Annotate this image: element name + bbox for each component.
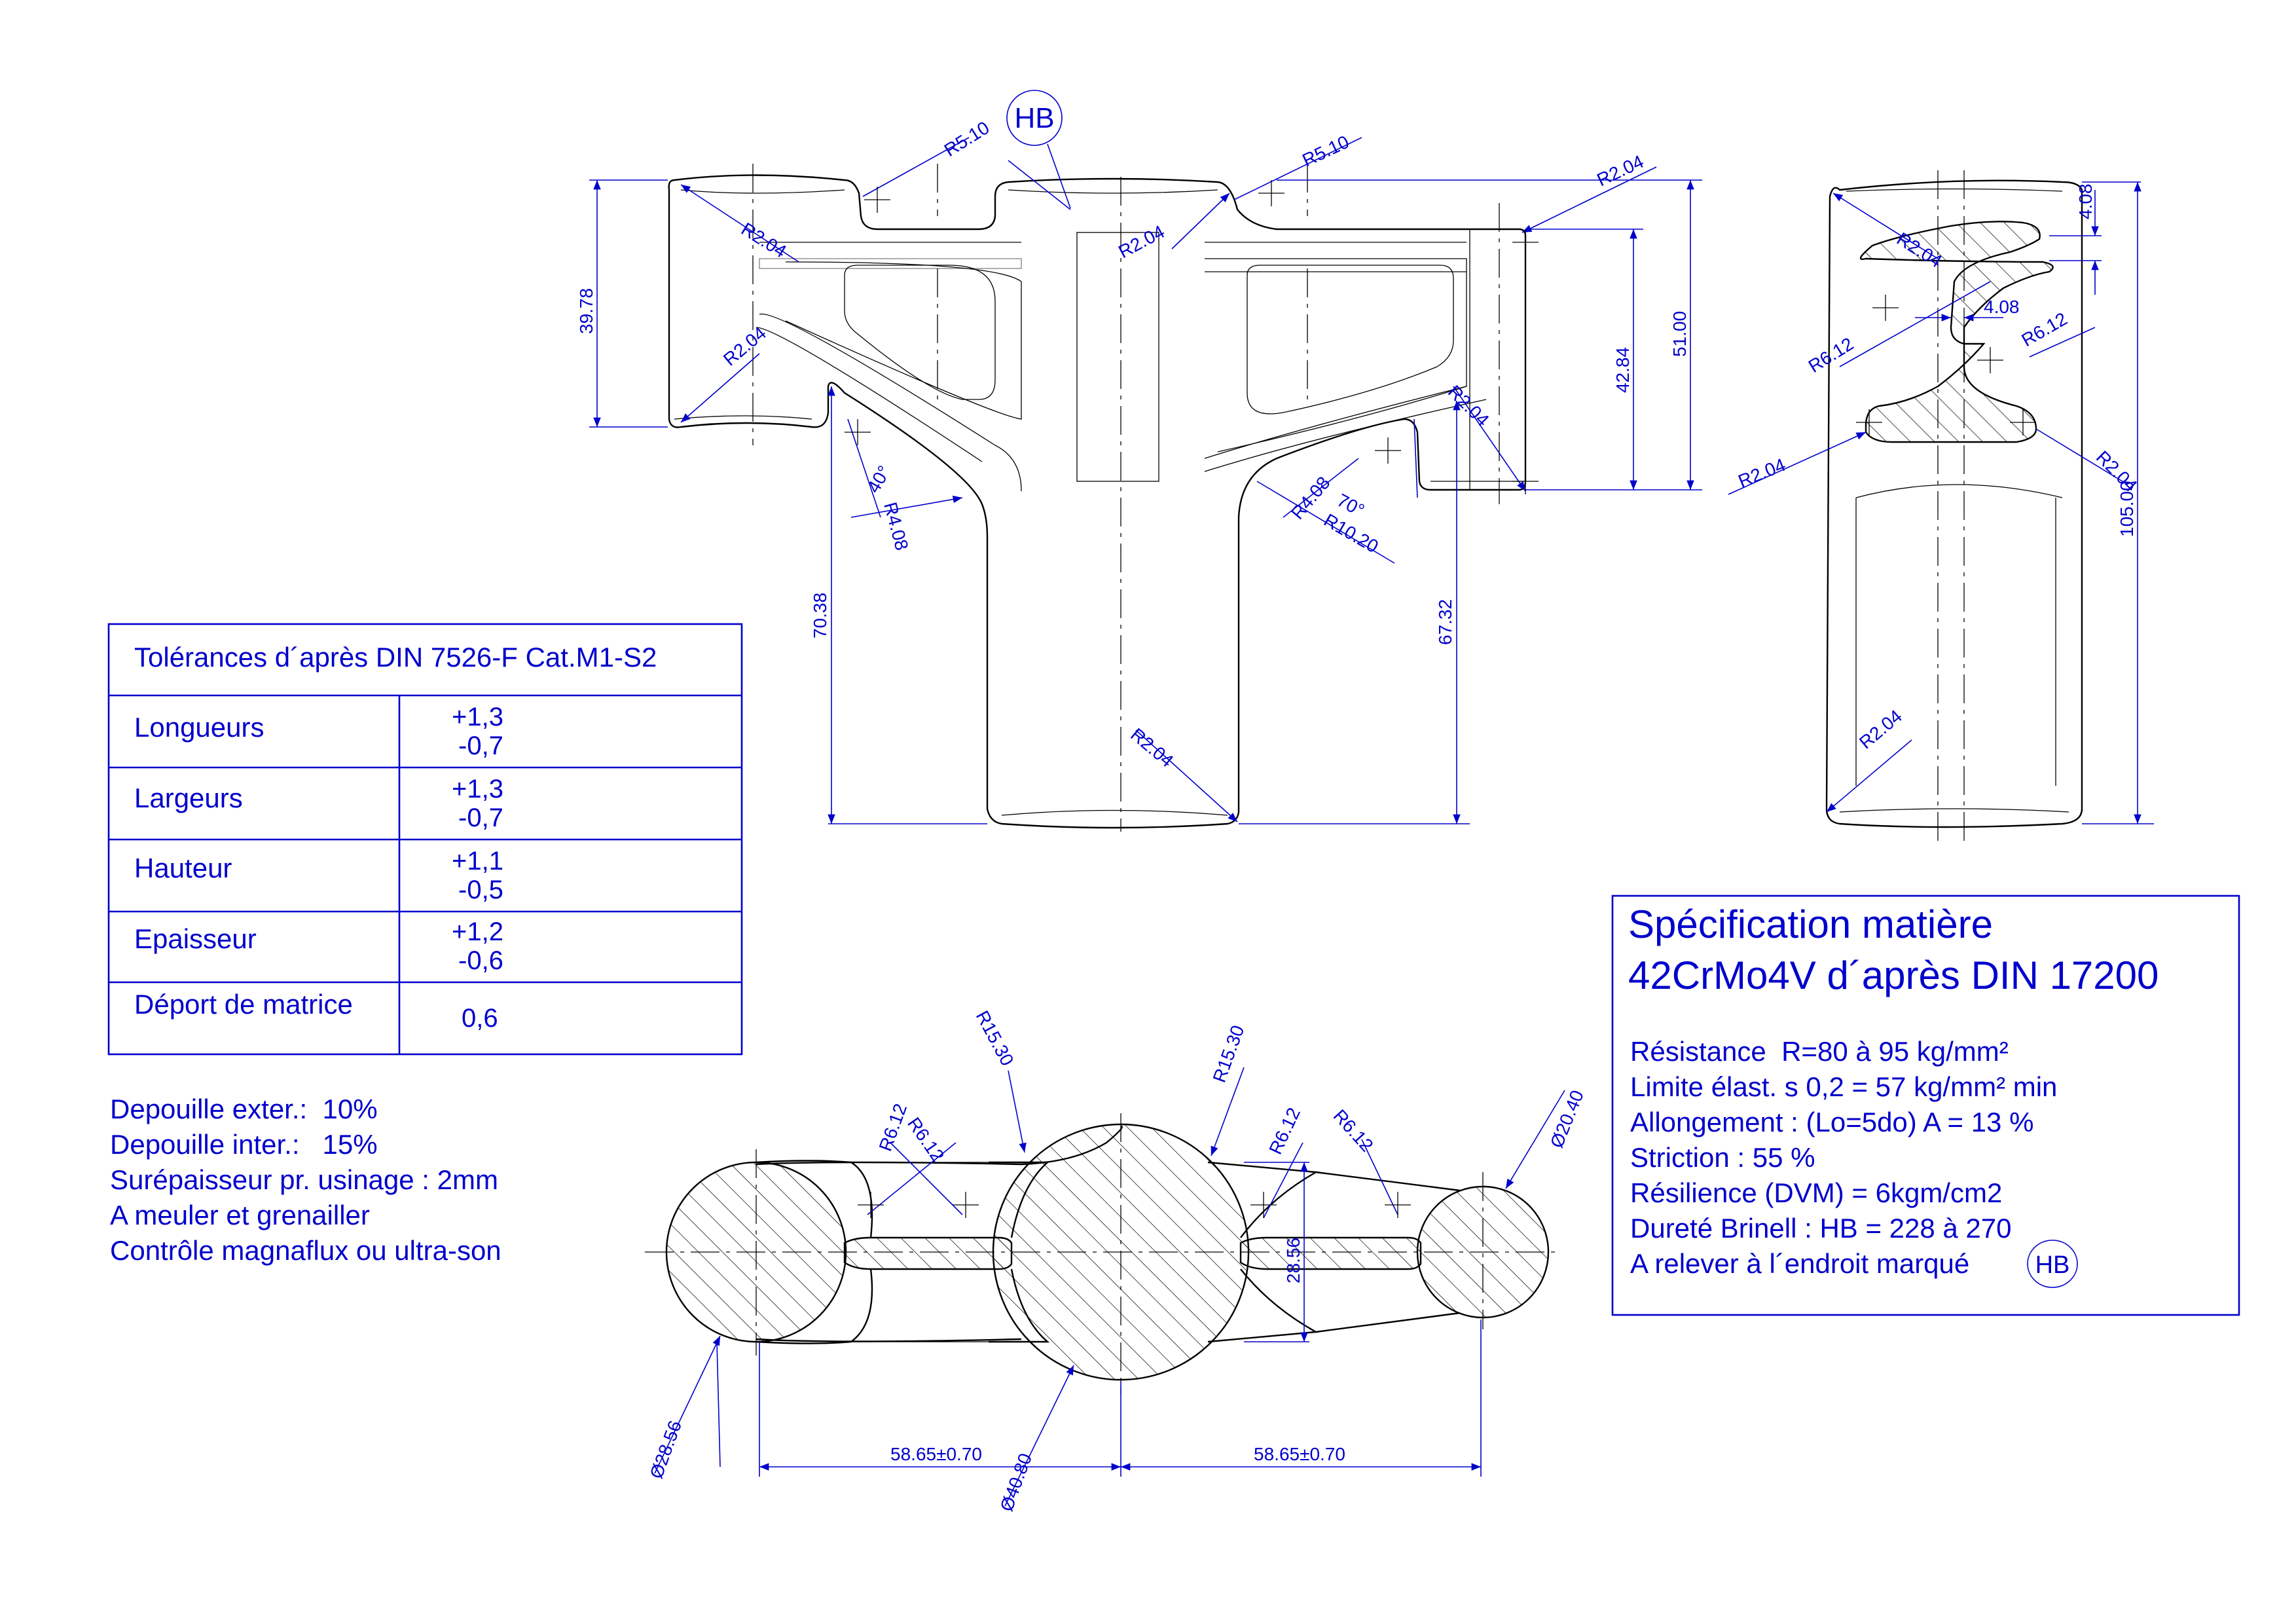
material-spec-box: Spécification matière 42CrMo4V d´après D… bbox=[1611, 895, 2240, 1316]
side-view: 4.08 R2.04 4.08 R6.12 R6.12 R2.04 R2.04 … bbox=[1728, 170, 2154, 845]
dim-r204-right-low: R2.04 bbox=[1444, 381, 1493, 430]
hb-balloon-text: HB bbox=[1014, 102, 1054, 134]
spec-line: Limite élast. s 0,2 = 57 kg/mm² min bbox=[1630, 1071, 2057, 1102]
dim-408-top: 4.08 bbox=[2075, 184, 2096, 220]
dim-span-left: 58.65±0.70 bbox=[890, 1444, 982, 1464]
tol-row-plus: 0,6 bbox=[462, 1004, 498, 1033]
note-line: Depouille inter.: 15% bbox=[110, 1129, 378, 1160]
dim-h10500: 105.00 bbox=[2117, 481, 2137, 537]
tol-row-plus: +1,1 bbox=[452, 847, 503, 876]
notes-block: Depouille exter.: 10% Depouille inter.: … bbox=[110, 1094, 501, 1266]
dim-r1530-right: R15.30 bbox=[1209, 1023, 1248, 1085]
dim-r612-b: R6.12 bbox=[903, 1114, 948, 1166]
spec-material: 42CrMo4V d´après DIN 17200 bbox=[1628, 953, 2159, 997]
dim-side-r612-left: R6.12 bbox=[1805, 333, 1857, 377]
tol-row-label: Hauteur bbox=[134, 853, 232, 883]
tolerance-title: Tolérances d´après DIN 7526-F Cat.M1-S2 bbox=[134, 642, 657, 673]
dim-r204-left-top: R2.04 bbox=[738, 219, 790, 262]
note-line: Contrôle magnaflux ou ultra-son bbox=[110, 1235, 501, 1266]
dim-r510-left: R5.10 bbox=[941, 117, 993, 160]
dim-r204-center: R2.04 bbox=[1115, 221, 1168, 262]
dim-side-r204-bottom: R2.04 bbox=[1855, 706, 1906, 753]
tol-row-plus: +1,2 bbox=[452, 917, 503, 946]
dim-ang-left: 40° bbox=[863, 462, 894, 496]
dim-h4284: 42.84 bbox=[1613, 347, 1633, 393]
dim-side-r612-right: R6.12 bbox=[2018, 308, 2071, 350]
tol-row-plus: +1,3 bbox=[452, 775, 503, 803]
dim-h6732: 67.32 bbox=[1435, 599, 1455, 645]
dim-h5100: 51.00 bbox=[1669, 311, 1690, 357]
dim-span-right: 58.65±0.70 bbox=[1254, 1444, 1345, 1464]
dim-h3978: 39.78 bbox=[576, 288, 596, 334]
spec-line: Allongement : (Lo=5do) A = 13 % bbox=[1630, 1107, 2033, 1137]
tol-row-minus: -0,6 bbox=[458, 946, 503, 975]
spec-line: Striction : 55 % bbox=[1630, 1142, 1815, 1173]
spec-line: Dureté Brinell : HB = 228 à 270 bbox=[1630, 1213, 2012, 1244]
dim-408-mid: 4.08 bbox=[1984, 297, 2020, 317]
dim-dia4080: Ø40.80 bbox=[996, 1450, 1036, 1514]
dim-r510-right: R5.10 bbox=[1299, 132, 1352, 171]
tol-row-minus: -0,7 bbox=[458, 731, 503, 760]
note-line: A meuler et grenailler bbox=[110, 1200, 370, 1230]
spec-line: Résilience (DVM) = 6kgm/cm2 bbox=[1630, 1177, 2002, 1208]
dim-r1530-left: R15.30 bbox=[972, 1007, 1018, 1069]
section-view: R15.30 R15.30 R6.12 R6.12 R6.12 R6.12 Ø2… bbox=[645, 1007, 1588, 1514]
note-line: Depouille exter.: 10% bbox=[110, 1094, 378, 1124]
dim-r612-c: R6.12 bbox=[1265, 1105, 1304, 1158]
dim-side-r204-left: R2.04 bbox=[1736, 454, 1789, 492]
tol-row-label: Largeurs bbox=[134, 783, 243, 813]
tol-row-label: Déport de matrice bbox=[134, 989, 353, 1020]
tol-row-minus: -0,5 bbox=[458, 876, 503, 904]
hb-balloon bbox=[1006, 90, 1063, 146]
spec-line: A relever à l´endroit marqué bbox=[1630, 1248, 1969, 1279]
spec-hb-mark: HB bbox=[2035, 1251, 2070, 1279]
dim-dia2040: Ø20.40 bbox=[1546, 1087, 1588, 1151]
tol-row-label: Longueurs bbox=[134, 712, 264, 743]
tol-row-plus: +1,3 bbox=[452, 703, 503, 731]
dim-r612-d: R6.12 bbox=[1330, 1105, 1377, 1155]
tol-row-minus: -0,7 bbox=[458, 803, 503, 832]
tol-row-label: Epaisseur bbox=[134, 923, 257, 954]
dim-r204-left-mid: R2.04 bbox=[720, 323, 770, 370]
dim-dia2856: Ø28.56 bbox=[646, 1418, 686, 1481]
spec-hb-mark-circle bbox=[2027, 1240, 2078, 1288]
spec-line: Résistance R=80 à 95 kg/mm² bbox=[1630, 1036, 2009, 1067]
front-view: HB R5.10 R5.10 R2.04 R2.04 R2.04 R2.04 R… bbox=[576, 90, 1702, 832]
dim-h7038: 70.38 bbox=[810, 593, 830, 638]
dim-r204-bottom: R2.04 bbox=[1127, 724, 1177, 771]
tolerance-table: Tolérances d´après DIN 7526-F Cat.M1-S2 … bbox=[107, 623, 743, 1056]
note-line: Surépaisseur pr. usinage : 2mm bbox=[110, 1164, 498, 1195]
spec-title: Spécification matière bbox=[1628, 902, 1993, 946]
dim-v2856: 28.56 bbox=[1283, 1238, 1303, 1283]
